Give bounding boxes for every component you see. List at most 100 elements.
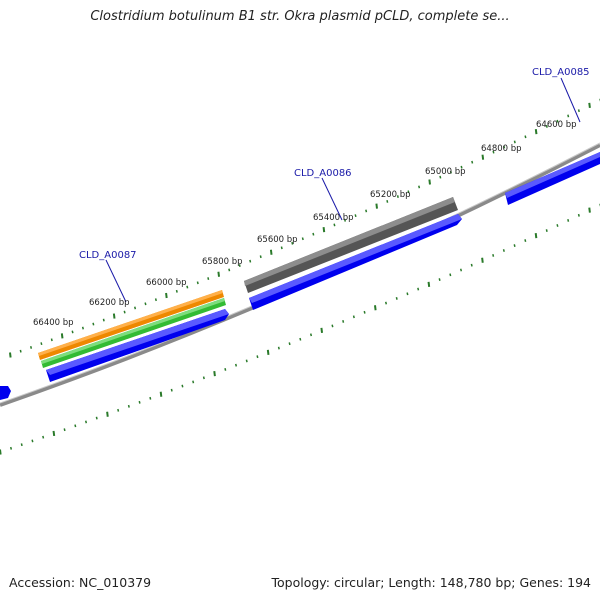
tick-mark (60, 333, 64, 339)
tick-mark (492, 150, 495, 154)
tick-mark (217, 271, 221, 277)
tick-mark (0, 449, 2, 455)
tick-mark (175, 289, 178, 293)
tick-mark (149, 396, 152, 400)
cds-arrow[interactable] (0, 386, 11, 400)
tick-mark (438, 278, 441, 282)
tick-mark (29, 346, 33, 349)
tick-mark (417, 287, 420, 291)
position-label: 66000 bp (146, 278, 187, 288)
position-label: 65800 bp (202, 257, 243, 267)
tick-mark (40, 342, 43, 346)
tick-mark (588, 207, 591, 213)
tick-mark (513, 140, 516, 144)
tick-mark (470, 263, 473, 267)
map-title: Clostridium botulinum B1 str. Okra plasm… (90, 9, 510, 24)
accession-text: Accession: NC_010379 (9, 575, 152, 590)
tick-mark (556, 224, 559, 227)
position-label: 66400 bp (33, 318, 74, 328)
tick-mark (449, 170, 452, 174)
tick-mark (106, 411, 109, 417)
tick-mark (95, 416, 98, 420)
position-label: 65000 bp (425, 167, 466, 177)
tick-mark (224, 368, 227, 371)
tick-mark (567, 114, 570, 118)
tick-mark (259, 255, 262, 259)
tick-mark (280, 246, 283, 250)
tick-mark (192, 380, 195, 384)
tick-mark (127, 404, 130, 408)
tick-mark (343, 218, 347, 222)
tick-mark (545, 229, 548, 232)
position-label: 65200 bp (370, 190, 411, 200)
tick-mark (165, 292, 168, 299)
tick-mark (577, 109, 580, 113)
tick-mark (92, 322, 95, 326)
tick-mark (50, 338, 53, 342)
outer-tick-ring (9, 98, 600, 358)
tick-mark (365, 209, 368, 213)
tick-mark (81, 326, 84, 330)
position-label: 64800 bp (481, 144, 522, 154)
tick-mark (269, 249, 273, 255)
tick-mark (374, 305, 377, 311)
position-label: 66200 bp (89, 298, 130, 308)
tick-mark (266, 349, 270, 355)
tick-mark (333, 223, 336, 227)
tick-mark (202, 376, 205, 380)
tick-mark (186, 285, 189, 289)
tick-mark (170, 388, 173, 392)
tick-mark (322, 226, 326, 233)
tick-mark (503, 145, 506, 149)
tick-mark (481, 257, 484, 263)
tick-mark (354, 214, 357, 218)
tick-mark (577, 213, 580, 217)
tick-mark (492, 253, 495, 257)
tick-mark (375, 203, 378, 209)
tick-mark (567, 218, 570, 222)
tick-mark (117, 408, 120, 412)
tick-mark (9, 352, 12, 358)
tick-mark (63, 428, 66, 432)
inner-tick-ring (0, 203, 600, 455)
tick-mark (556, 119, 559, 123)
position-label: 65400 bp (313, 213, 354, 223)
tick-mark (418, 185, 421, 189)
tick-mark (386, 199, 389, 203)
tick-mark (352, 315, 355, 319)
tick-mark (74, 424, 77, 428)
tick-mark (277, 346, 280, 350)
tick-mark (524, 135, 527, 139)
tick-mark (112, 313, 116, 319)
position-label: 65600 bp (257, 235, 298, 245)
tick-mark (427, 281, 431, 287)
tick-mark (245, 359, 248, 363)
tick-mark (320, 327, 324, 333)
tick-mark (19, 349, 22, 353)
gene-label-CLD_A0087[interactable]: CLD_A0087 (79, 250, 137, 261)
tick-mark (213, 371, 216, 377)
tick-mark (481, 154, 485, 160)
tick-mark (288, 342, 291, 346)
tick-mark (71, 330, 74, 334)
tick-mark (331, 324, 334, 328)
tick-mark (249, 259, 252, 263)
tick-mark (20, 443, 23, 447)
tick-mark (309, 333, 313, 337)
tick-mark (449, 273, 452, 277)
tick-mark (342, 319, 345, 323)
gene-label-CLD_A0085[interactable]: CLD_A0085 (532, 67, 590, 78)
tick-mark (196, 281, 199, 285)
tick-mark (588, 102, 591, 108)
tick-mark (291, 241, 294, 245)
tick-mark (123, 310, 126, 314)
tick-mark (52, 430, 56, 437)
tick-mark (406, 292, 409, 296)
tick-mark (159, 391, 163, 397)
gene-label-CLD_A0086[interactable]: CLD_A0086 (294, 168, 352, 179)
tick-mark (84, 420, 88, 424)
tick-mark (42, 435, 45, 439)
tick-mark (534, 232, 538, 239)
tick-mark (502, 249, 505, 252)
